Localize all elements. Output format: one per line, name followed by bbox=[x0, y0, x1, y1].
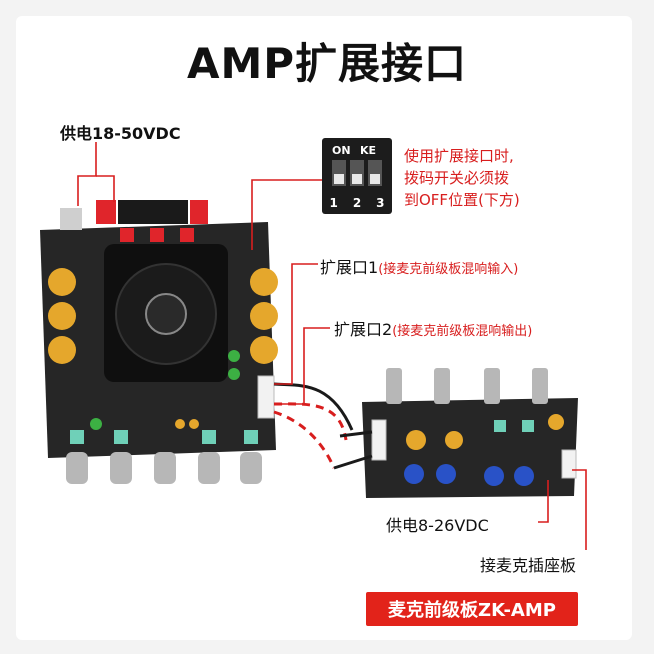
port1-name: 扩展口1 bbox=[320, 258, 379, 277]
dip-num-1: 1 bbox=[329, 196, 338, 210]
product-badge: 麦克前级板ZK-AMP bbox=[366, 592, 578, 626]
dip-ke-label: KE bbox=[360, 144, 377, 157]
dip-num-2: 2 bbox=[352, 196, 362, 210]
port2-desc: (接麦克前级板混响输出) bbox=[392, 324, 533, 339]
port1-label: 扩展口1(接麦克前级板混响输入) bbox=[320, 254, 518, 278]
power-preamp-label: 供电8-26VDC bbox=[386, 516, 489, 535]
dip-position-numbers: 1 2 3 bbox=[322, 196, 392, 210]
dip-switch-note: 使用扩展接口时, 拨码开关必须拨 到OFF位置(下方) bbox=[404, 145, 520, 211]
amp-board bbox=[40, 200, 278, 484]
note-line-3: 到OFF位置(下方) bbox=[404, 191, 520, 209]
dip-on-label: ON bbox=[332, 144, 351, 157]
power-main-label: 供电18-50VDC bbox=[60, 124, 181, 143]
dip-num-3: 3 bbox=[376, 196, 385, 210]
dip-toggle-1 bbox=[332, 160, 346, 186]
page-title: AMP扩展接口 bbox=[186, 39, 468, 88]
mic-socket-label: 接麦克插座板 bbox=[480, 556, 577, 575]
port2-name: 扩展口2 bbox=[334, 320, 393, 339]
note-line-2: 拨码开关必须拨 bbox=[404, 169, 510, 187]
callout-lines bbox=[77, 142, 587, 550]
port1-desc: (接麦克前级板混响输入) bbox=[378, 262, 519, 277]
preamp-board bbox=[362, 368, 578, 498]
dip-toggle-2 bbox=[350, 160, 364, 186]
note-line-1: 使用扩展接口时, bbox=[404, 147, 514, 165]
dip-toggle-3 bbox=[368, 160, 382, 186]
wiring bbox=[273, 382, 373, 470]
dip-switch: ON KE 1 2 3 bbox=[322, 138, 392, 214]
port2-label: 扩展口2(接麦克前级板混响输出) bbox=[334, 316, 532, 340]
